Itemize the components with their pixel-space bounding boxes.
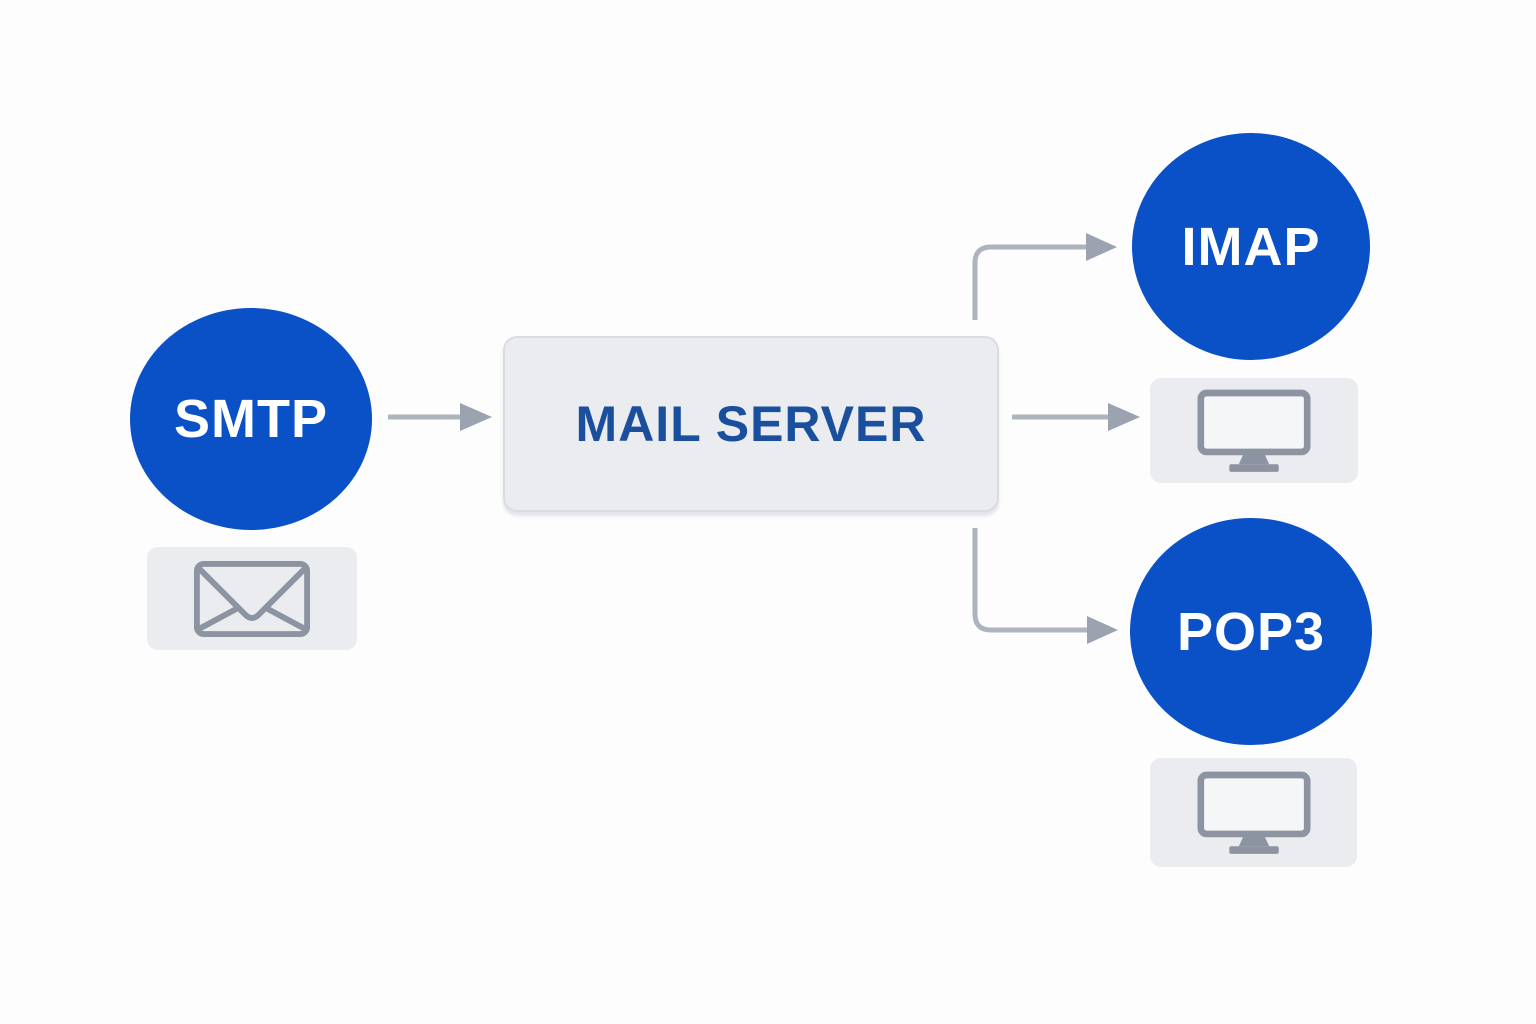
mail-server-label: MAIL SERVER	[575, 396, 927, 452]
sender-client-box	[147, 547, 357, 650]
monitor-icon	[1196, 771, 1311, 854]
imap-client-box	[1150, 378, 1358, 483]
smtp-label: SMTP	[173, 389, 328, 449]
pop3-label: POP3	[1176, 601, 1326, 662]
monitor-icon	[1197, 389, 1311, 472]
imap-label: IMAP	[1181, 216, 1321, 277]
envelope-icon	[193, 560, 311, 637]
edge-mailserver-to-imap-client	[1012, 403, 1140, 431]
node-smtp: SMTP	[130, 308, 372, 530]
node-imap: IMAP	[1132, 133, 1370, 360]
edge-smtp-to-mailserver	[388, 403, 492, 431]
edge-mailserver-to-pop3	[972, 528, 1118, 644]
pop3-client-box	[1150, 758, 1357, 867]
node-pop3: POP3	[1130, 518, 1372, 745]
edge-mailserver-to-imap	[972, 233, 1117, 320]
node-mail-server: MAIL SERVER	[503, 336, 999, 512]
